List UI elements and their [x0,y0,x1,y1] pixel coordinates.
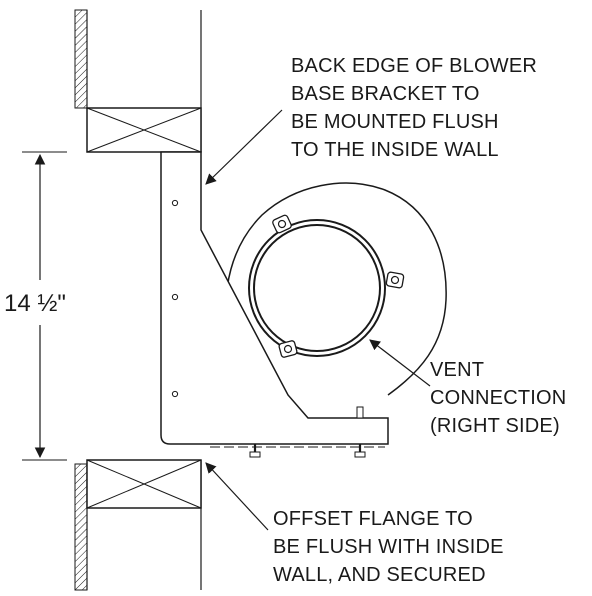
blower-assembly [160,151,447,458]
back-edge-leader-arrow [205,109,283,185]
offset-flange-leader-arrow [205,462,269,531]
vent-connection-leader-arrow [369,339,431,387]
bottom-bolt [249,444,261,458]
bracket-screw-hole [171,293,179,301]
lower-sill-framing [86,459,202,509]
bottom-bolt [354,444,366,458]
back-edge-callout-line: BE MOUNTED FLUSH [291,111,499,133]
vent-connection-callout-line: (RIGHT SIDE) [430,415,560,437]
back-edge-callout: BACK EDGE OF BLOWER BASE BRACKET TO BE M… [291,55,543,161]
bracket-screw-hole [171,390,179,398]
lower-wall-siding [74,463,88,591]
vent-connection-callout-line: VENT [430,359,484,381]
vent-mounting-tab [278,340,298,358]
upper-header-framing [86,107,202,153]
vent-collar-inner [253,224,381,352]
offset-flange-callout-line: WALL, AND SECURED [273,564,486,586]
vent-connection-callout: VENT CONNECTION (RIGHT SIDE) [430,359,572,437]
wall [74,9,202,591]
dimension-label: 14 ½" [4,290,66,317]
opening-dimension: 14 ½" [4,151,67,461]
offset-flange-callout-line: BE FLUSH WITH INSIDE [273,536,504,558]
upper-wall-siding [74,9,88,109]
offset-flange-callout: OFFSET FLANGE TO BE FLUSH WITH INSIDE WA… [273,508,509,586]
top-bolt [356,406,364,419]
back-edge-callout-line: BASE BRACKET TO [291,83,480,105]
vent-mounting-tab [272,214,292,234]
vent-mounting-tab [385,271,405,289]
offset-flange-callout-line: OFFSET FLANGE TO [273,508,473,530]
back-edge-callout-line: BACK EDGE OF BLOWER [291,55,537,77]
vent-connection-callout-line: CONNECTION [430,387,566,409]
base-bracket-plate [160,151,389,445]
back-edge-callout-line: TO THE INSIDE WALL [291,139,499,161]
bracket-screw-hole [171,199,179,207]
